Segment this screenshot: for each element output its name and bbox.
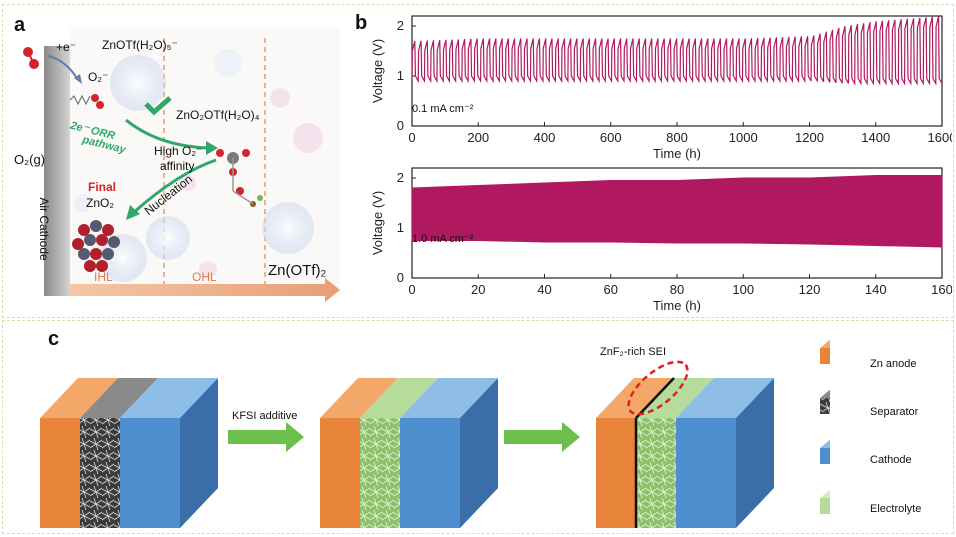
x-tick-label-1-0: 0 — [408, 282, 415, 297]
label-superoxide: O₂⁻ — [88, 70, 109, 84]
x-tick-label-0-0: 0 — [408, 130, 415, 145]
x-tick-label-0-5: 1000 — [729, 130, 758, 145]
x-tick-label-0-3: 600 — [600, 130, 622, 145]
cell-original — [40, 378, 218, 528]
x-tick-label-1-3: 60 — [604, 282, 618, 297]
x-axis-label-0: Time (h) — [653, 146, 701, 161]
y-axis-label-1: Voltage (V) — [370, 191, 385, 255]
legend-swatches — [820, 339, 830, 514]
x-tick-label-1-4: 80 — [670, 282, 684, 297]
y-axis-label-0: Voltage (V) — [370, 39, 385, 103]
arrow-label-kfsi: KFSI additive — [232, 410, 298, 422]
label-ihl: IHL — [94, 270, 113, 284]
x-tick-label-1-2: 40 — [537, 282, 551, 297]
x-tick-label-1-8: 160 — [931, 282, 952, 297]
x-tick-label-0-1: 200 — [467, 130, 489, 145]
cell-sei — [596, 360, 774, 528]
label-air-cathode: Air Cathode — [37, 197, 51, 261]
label-o2g: O₂(g) — [14, 152, 46, 167]
x-tick-label-1-7: 140 — [865, 282, 887, 297]
label-complex2: ZnO₂OTf(H₂O)₄ — [176, 108, 260, 122]
panel-letter-a: a — [14, 14, 26, 36]
legend-label-cathode: Cathode — [870, 454, 912, 466]
label-complex1: ZnOTf(H₂O)₅⁻ — [102, 38, 178, 52]
x-tick-label-0-2: 400 — [534, 130, 556, 145]
x-tick-label-0-4: 800 — [666, 130, 688, 145]
label-affinity-line1: High O₂⁻ — [154, 144, 203, 158]
y-tick-label-0-1: 1 — [397, 68, 404, 83]
electrolyte-arrow — [70, 284, 325, 296]
legend-label-zn-anode: Zn anode — [870, 358, 917, 370]
legend-label-electrolyte: Electrolyte — [870, 503, 922, 515]
panel-frame-top — [2, 4, 954, 318]
voltage-band-1 — [411, 175, 943, 248]
panel-b-charts: 02004006008001000120014001600012Time (h)… — [370, 15, 952, 313]
zno2-complex-molecule — [216, 149, 263, 207]
voltage-series-0 — [411, 16, 943, 86]
panel-frame-bottom — [2, 320, 954, 534]
label-ohl: OHL — [192, 270, 217, 284]
panel-a-schematic — [23, 28, 340, 302]
y-tick-label-1-0: 0 — [397, 270, 404, 285]
air-cathode-block — [44, 46, 70, 296]
panel-letter-c: c — [48, 328, 60, 350]
x-axis-label-1: Time (h) — [653, 298, 701, 313]
x-tick-label-1-1: 20 — [471, 282, 485, 297]
x-tick-label-0-7: 1400 — [861, 130, 890, 145]
label-electron: +e⁻ — [56, 40, 77, 54]
label-zno2: ZnO₂ — [86, 196, 114, 210]
cell-kfsi — [320, 378, 498, 528]
y-tick-label-0-2: 2 — [397, 18, 404, 33]
x-tick-label-1-5: 100 — [732, 282, 754, 297]
label-affinity-line2: affinity — [160, 159, 195, 173]
panel-c-schematic — [40, 339, 830, 528]
zno2-crystal — [72, 220, 120, 272]
annotation-top: 0.1 mA cm⁻² — [412, 103, 474, 115]
panel-letter-b: b — [355, 12, 368, 34]
x-tick-label-0-6: 1200 — [795, 130, 824, 145]
label-final: Final — [88, 180, 117, 194]
legend-label-separator: Separator — [870, 406, 919, 418]
sei-label: ZnF₂-rich SEI — [600, 346, 666, 358]
x-tick-label-1-6: 120 — [799, 282, 821, 297]
y-tick-label-1-2: 2 — [397, 170, 404, 185]
y-tick-label-0-0: 0 — [397, 118, 404, 133]
y-tick-label-1-1: 1 — [397, 220, 404, 235]
label-electrolyte-salt: Zn(OTf)₂ — [268, 262, 327, 279]
annotation-bottom: 1.0 mA cm⁻² — [412, 233, 474, 245]
